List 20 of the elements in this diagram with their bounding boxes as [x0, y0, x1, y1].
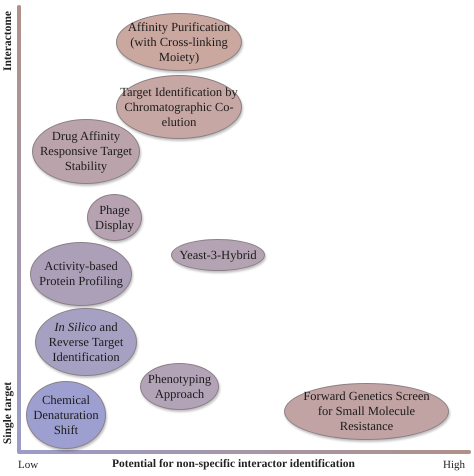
method-ellipse — [26, 381, 106, 449]
axis-end-label: Single target — [2, 380, 14, 446]
axis-title: Potential for non-specific interactor identification — [112, 458, 355, 470]
method-label: Yeast-3-Hybrid — [178, 248, 258, 262]
axis-end-label: Interactome — [2, 10, 14, 74]
method-label: In Silico and Reverse Target Identification — [48, 320, 124, 364]
method-label: Target Identification by Chromatographic Co-elution — [120, 84, 238, 130]
axis-end-label: High — [443, 459, 465, 471]
method-label: Chemical Denaturation Shift — [32, 392, 100, 438]
method-label: Affinity Purification (with Cross-linking Moiety) — [126, 20, 232, 64]
method-label: Forward Genetics Screen for Small Molecule Resistance — [302, 389, 431, 434]
method-ellipse — [87, 194, 142, 241]
axis-end-label: Low — [18, 459, 38, 471]
method-ellipse — [32, 119, 140, 184]
method-label: Phenotyping Approach — [146, 372, 212, 402]
method-label: Activity-based Protein Profiling — [38, 259, 124, 289]
method-ellipse — [171, 239, 265, 271]
method-ellipse — [140, 363, 219, 410]
method-label: Phage Display — [94, 202, 135, 232]
method-label: Drug Affinity Responsive Target Stability — [38, 129, 134, 174]
